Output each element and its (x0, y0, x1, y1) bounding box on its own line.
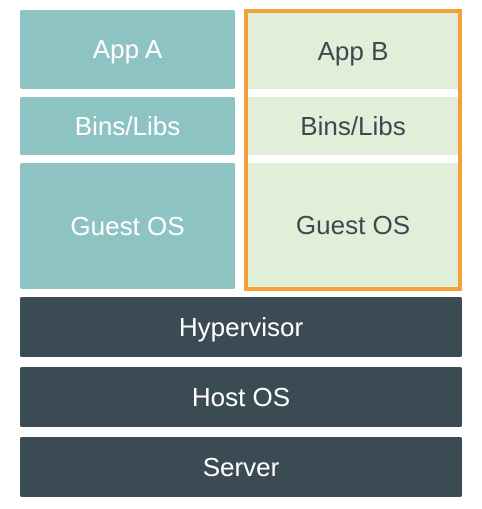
vm-b-guest-os-label: Guest OS (295, 209, 411, 240)
vm-b-app-block: App B (248, 13, 458, 89)
vm-b-bins-libs-label: Bins/Libs (300, 110, 406, 141)
vm-b-bins-libs-block: Bins/Libs (248, 97, 458, 155)
vm-b-guest-os-block: Guest OS (248, 163, 458, 287)
vm-a-bins-libs-label: Bins/Libs (74, 110, 181, 141)
vm-a-guest-os-label: Guest OS (70, 210, 185, 241)
hypervisor-layer: Hypervisor (20, 297, 462, 357)
host-os-layer: Host OS (20, 367, 462, 427)
hypervisor-label: Hypervisor (178, 311, 304, 342)
server-label: Server (202, 451, 280, 482)
vm-a-guest-os-block: Guest OS (20, 163, 235, 289)
vm-a-app-label: App A (92, 34, 163, 64)
vm-a-bins-libs-block: Bins/Libs (20, 97, 235, 155)
server-layer: Server (20, 437, 462, 497)
vm-b-app-label: App B (317, 35, 389, 66)
vm-a-app-block: App A (20, 10, 235, 89)
host-os-label: Host OS (191, 381, 291, 412)
